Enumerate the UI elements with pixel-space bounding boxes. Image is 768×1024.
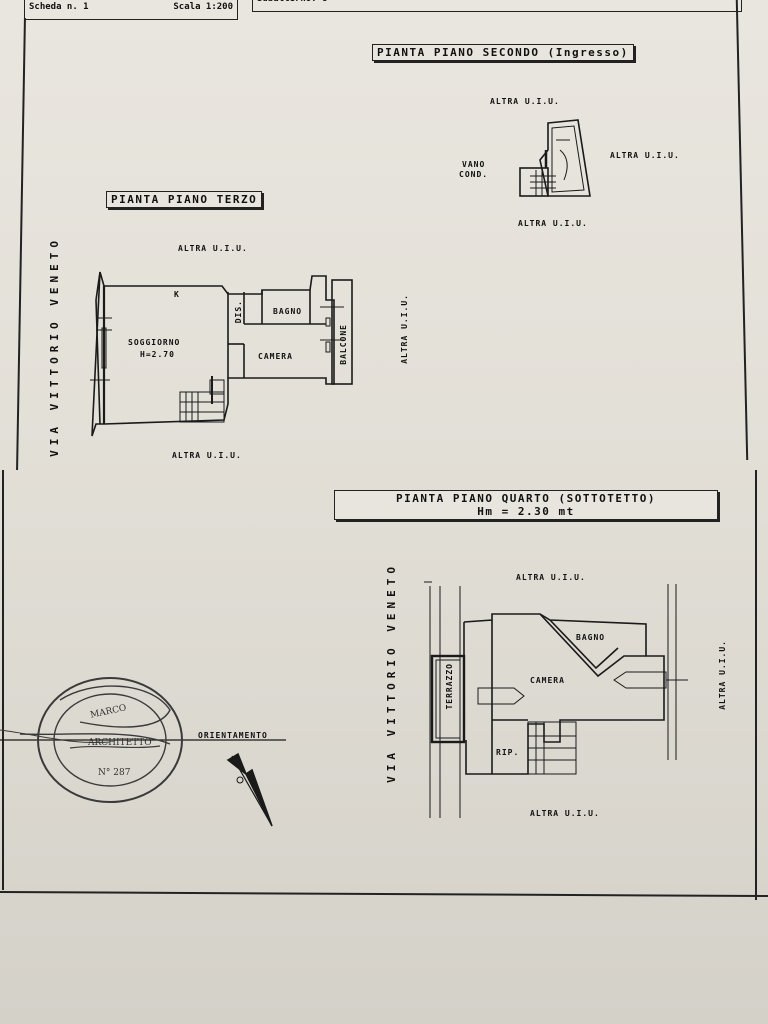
orientamento-label: ORIENTAMENTO	[198, 731, 268, 740]
terzo-camera: CAMERA	[258, 352, 293, 361]
quarto-title-line2: Hm = 2.30 mt	[477, 505, 575, 518]
header-subalterno-box: Subalterno: 8	[252, 0, 742, 12]
terzo-k: K	[174, 290, 180, 299]
header-scheda: Scheda n. 1	[29, 2, 89, 12]
quarto-floorplan	[424, 581, 688, 818]
plan-terzo-title: PIANTA PIANO TERZO	[106, 191, 263, 208]
quarto-bagno: BAGNO	[576, 633, 606, 642]
quarto-rip: RIP.	[496, 748, 520, 757]
secondo-altra-bottom: ALTRA U.I.U.	[518, 219, 588, 228]
terzo-bagno: BAGNO	[273, 307, 303, 316]
quarto-altra-bottom: ALTRA U.I.U.	[530, 809, 600, 818]
terzo-altra-top: ALTRA U.I.U.	[178, 244, 248, 253]
header-subalterno: Subalterno: 8	[257, 0, 327, 9]
terzo-altra-bottom: ALTRA U.I.U.	[172, 451, 242, 460]
orientation-arrow	[0, 739, 286, 827]
terzo-height: H=2.70	[140, 350, 175, 359]
secondo-altra-top: ALTRA U.I.U.	[490, 97, 560, 106]
terzo-soggiorno: SOGGIORNO	[128, 338, 181, 347]
plan-secondo-title: PIANTA PIANO SECONDO (Ingresso)	[372, 44, 634, 61]
quarto-title-line1: PIANTA PIANO QUARTO (SOTTOTETTO)	[396, 492, 656, 505]
frame-left-lower	[2, 470, 4, 890]
header-scala: Scala 1:200	[173, 2, 233, 12]
secondo-vano-l2: COND.	[459, 170, 489, 179]
quarto-altra-top: ALTRA U.I.U.	[516, 573, 586, 582]
stamp-name-line2: ARCHITETTO	[88, 738, 152, 748]
frame-right-lower	[755, 470, 757, 900]
secondo-altra-right: ALTRA U.I.U.	[610, 151, 680, 160]
plan-quarto-title: PIANTA PIANO QUARTO (SOTTOTETTO) Hm = 2.…	[334, 490, 718, 520]
secondo-floorplan	[519, 119, 591, 197]
stamp-number: N° 287	[98, 768, 131, 778]
header-scheda-box: Scheda n. 1 Scala 1:200	[24, 0, 238, 20]
architect-stamp	[0, 677, 183, 803]
terzo-floorplan	[90, 271, 353, 437]
quarto-camera: CAMERA	[530, 676, 565, 685]
secondo-vano-l1: VANO	[462, 160, 486, 169]
